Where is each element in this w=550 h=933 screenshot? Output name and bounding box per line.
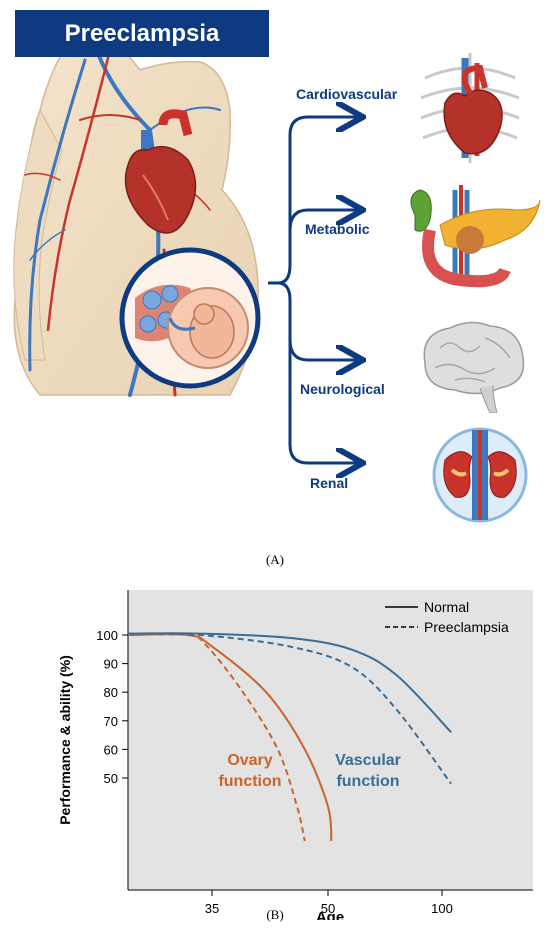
annotation-label: Ovary [227,752,272,769]
organ-label-neurological: Neurological [300,381,385,397]
y-tick-label: 100 [96,628,118,643]
organ-label-cardiovascular: Cardiovascular [296,86,398,102]
annotation-label: Vascular [335,752,401,769]
y-tick-label: 70 [104,714,118,729]
organ-bracket-arrows [268,100,378,500]
brain-icon [423,321,525,413]
heart-icon [420,53,520,163]
panel-a-caption: (A) [265,552,285,567]
panel-b-caption: (B) [266,907,284,922]
x-tick-label: 50 [321,901,335,916]
panel-a-illustration: Preeclampsia Cardiovascular Metabolic Ne… [13,10,541,523]
y-tick-label: 90 [104,657,118,672]
pancreas-icon [410,185,541,288]
organ-label-metabolic: Metabolic [305,221,370,237]
x-tick-label: 35 [205,901,219,916]
annotation-label: function [218,773,281,790]
series-line-vascular-dashed [127,632,452,785]
heart-in-body [124,109,197,234]
organ-label-renal: Renal [310,475,349,491]
kidney-icon [432,427,528,523]
uterus-inset [119,247,261,389]
pregnant-woman-illustration [13,35,261,397]
x-axis-title: Age [316,909,344,920]
annotation-label: function [336,773,399,790]
legend-label: Normal [424,599,469,615]
x-tick-label: 100 [431,901,453,916]
y-tick-label: 80 [104,685,118,700]
title-banner: Preeclampsia [15,10,269,57]
series-line-vascular-solid [127,632,452,733]
series-line-ovary-dashed [127,633,306,842]
y-tick-label: 50 [104,771,118,786]
legend-label: Preeclampsia [424,619,509,635]
aging-chart: 50 60 70 80 90 100 35 50 100 NormalPreeclampsia… [57,590,533,920]
y-axis-title: Performance & ability (%) [57,655,73,825]
y-tick-label: 60 [104,742,118,757]
